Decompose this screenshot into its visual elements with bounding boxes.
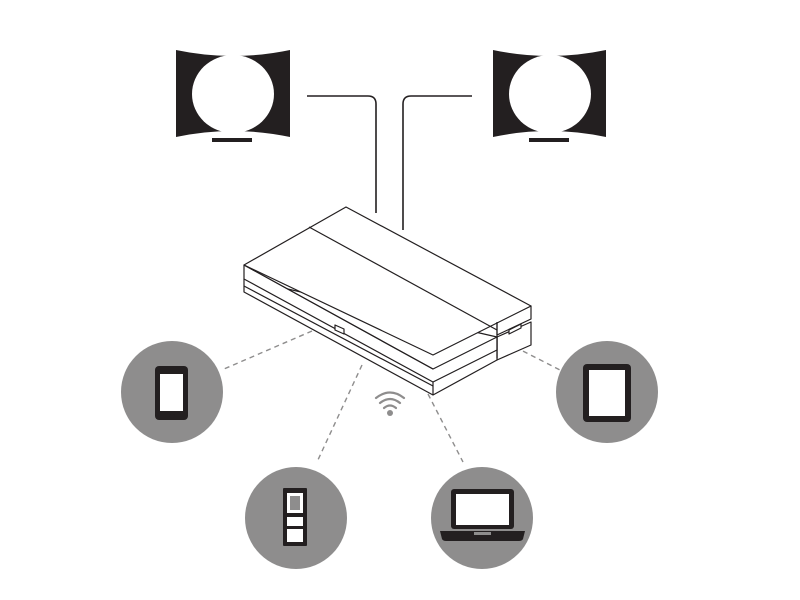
- wireless-signal-icon: [374, 391, 406, 416]
- laptop-icon: [440, 489, 525, 541]
- right-speaker: [493, 50, 606, 142]
- link-remote: [316, 364, 363, 463]
- tablet-icon: [583, 364, 631, 422]
- smartphone-device[interactable]: [121, 341, 223, 443]
- speaker-icon: [493, 50, 606, 142]
- left-speaker-wire: [307, 95, 377, 213]
- wireless-links: [223, 330, 561, 463]
- link-tablet: [514, 346, 561, 371]
- tablet-device[interactable]: [556, 341, 658, 443]
- remote-control-icon: [283, 488, 307, 546]
- media-hub: [243, 206, 532, 396]
- laptop-device[interactable]: [431, 467, 533, 569]
- link-laptop: [427, 393, 464, 463]
- media-hub-icon: [243, 206, 532, 396]
- left-speaker: [176, 50, 290, 142]
- speaker-wires: [307, 95, 472, 230]
- link-smartphone: [223, 330, 313, 370]
- smartphone-icon: [155, 366, 188, 420]
- right-speaker-wire: [402, 95, 472, 230]
- remote-control-device[interactable]: [245, 467, 347, 569]
- speaker-icon: [176, 50, 290, 142]
